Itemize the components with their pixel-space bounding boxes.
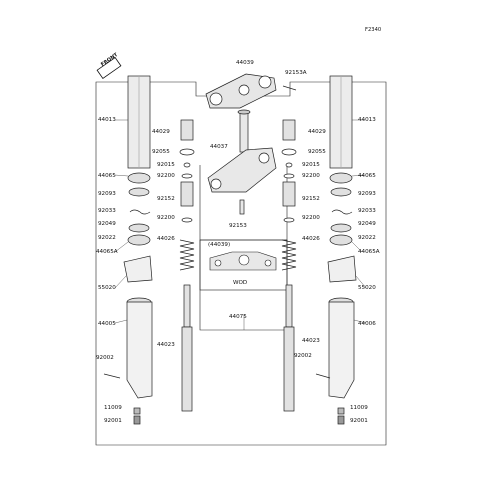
part-44039-box: (44039) (208, 242, 231, 248)
part-44005: 44005 (98, 321, 116, 327)
part-44023-right: 44023 (302, 338, 320, 344)
part-92033-right: 92033 (358, 208, 376, 214)
part-92055-left: 92055 (152, 149, 170, 155)
part-11009-right: 11009 (350, 405, 368, 411)
part-55020-right: 55020 (358, 285, 376, 291)
left-fork (103, 75, 153, 425)
right-fork (315, 75, 357, 425)
left-damper-rod (179, 119, 195, 412)
part-55020-left: 55020 (98, 285, 116, 291)
part-92002-right: 92002 (294, 353, 312, 359)
part-92022-right: 92022 (358, 235, 376, 241)
part-44013-right: 44013 (358, 117, 376, 123)
part-92153: 92153 (229, 223, 247, 229)
part-92049-right: 92049 (358, 221, 376, 227)
steering-stem (207, 109, 277, 215)
part-44029-left: 44029 (152, 129, 170, 135)
part-92093-right: 92093 (358, 191, 376, 197)
part-92002-left: 92002 (96, 355, 114, 361)
figure-code: F2340 (365, 27, 382, 33)
part-92049-left: 92049 (98, 221, 116, 227)
part-92055-right: 92055 (308, 149, 326, 155)
front-arrow-icon (96, 57, 122, 79)
part-44065a-left: 44065A (96, 249, 118, 255)
part-92200-left-2: 92200 (157, 215, 175, 221)
part-44065-left: 44065 (98, 173, 116, 179)
bracket-part (209, 251, 277, 271)
part-44039-top: 44039 (236, 60, 254, 66)
part-44065-right: 44065 (358, 173, 376, 179)
box-note: WOD (233, 280, 248, 286)
part-92033-left: 92033 (98, 208, 116, 214)
part-44029-right: 44029 (308, 129, 326, 135)
part-92200-left-1: 92200 (157, 173, 175, 179)
part-92152-right: 92152 (302, 196, 320, 202)
part-44026-right: 44026 (302, 236, 320, 242)
part-92001-left: 92001 (104, 418, 122, 424)
right-damper-rod (281, 119, 297, 412)
part-92200-right-2: 92200 (302, 215, 320, 221)
assembly-frame (95, 81, 387, 446)
part-92001-right: 92001 (350, 418, 368, 424)
leader-lines (114, 119, 367, 330)
part-92200-right-1: 92200 (302, 173, 320, 179)
part-92015-right: 92015 (302, 162, 320, 168)
part-92153a: 92153A (285, 70, 307, 76)
part-44013-left: 44013 (98, 117, 116, 123)
upper-triple-clamp (205, 73, 297, 109)
part-92152-left: 92152 (157, 196, 175, 202)
part-92015-left: 92015 (157, 162, 175, 168)
part-44037: 44037 (210, 144, 228, 150)
part-92093-left: 92093 (98, 191, 116, 197)
part-44075: 44075 (229, 314, 247, 320)
part-44023-left: 44023 (157, 342, 175, 348)
part-44006: 44006 (358, 321, 376, 327)
part-44065a-right: 44065A (358, 249, 380, 255)
part-92022-left: 92022 (98, 235, 116, 241)
part-44026-left: 44026 (157, 236, 175, 242)
part-11009-left: 11009 (104, 405, 122, 411)
